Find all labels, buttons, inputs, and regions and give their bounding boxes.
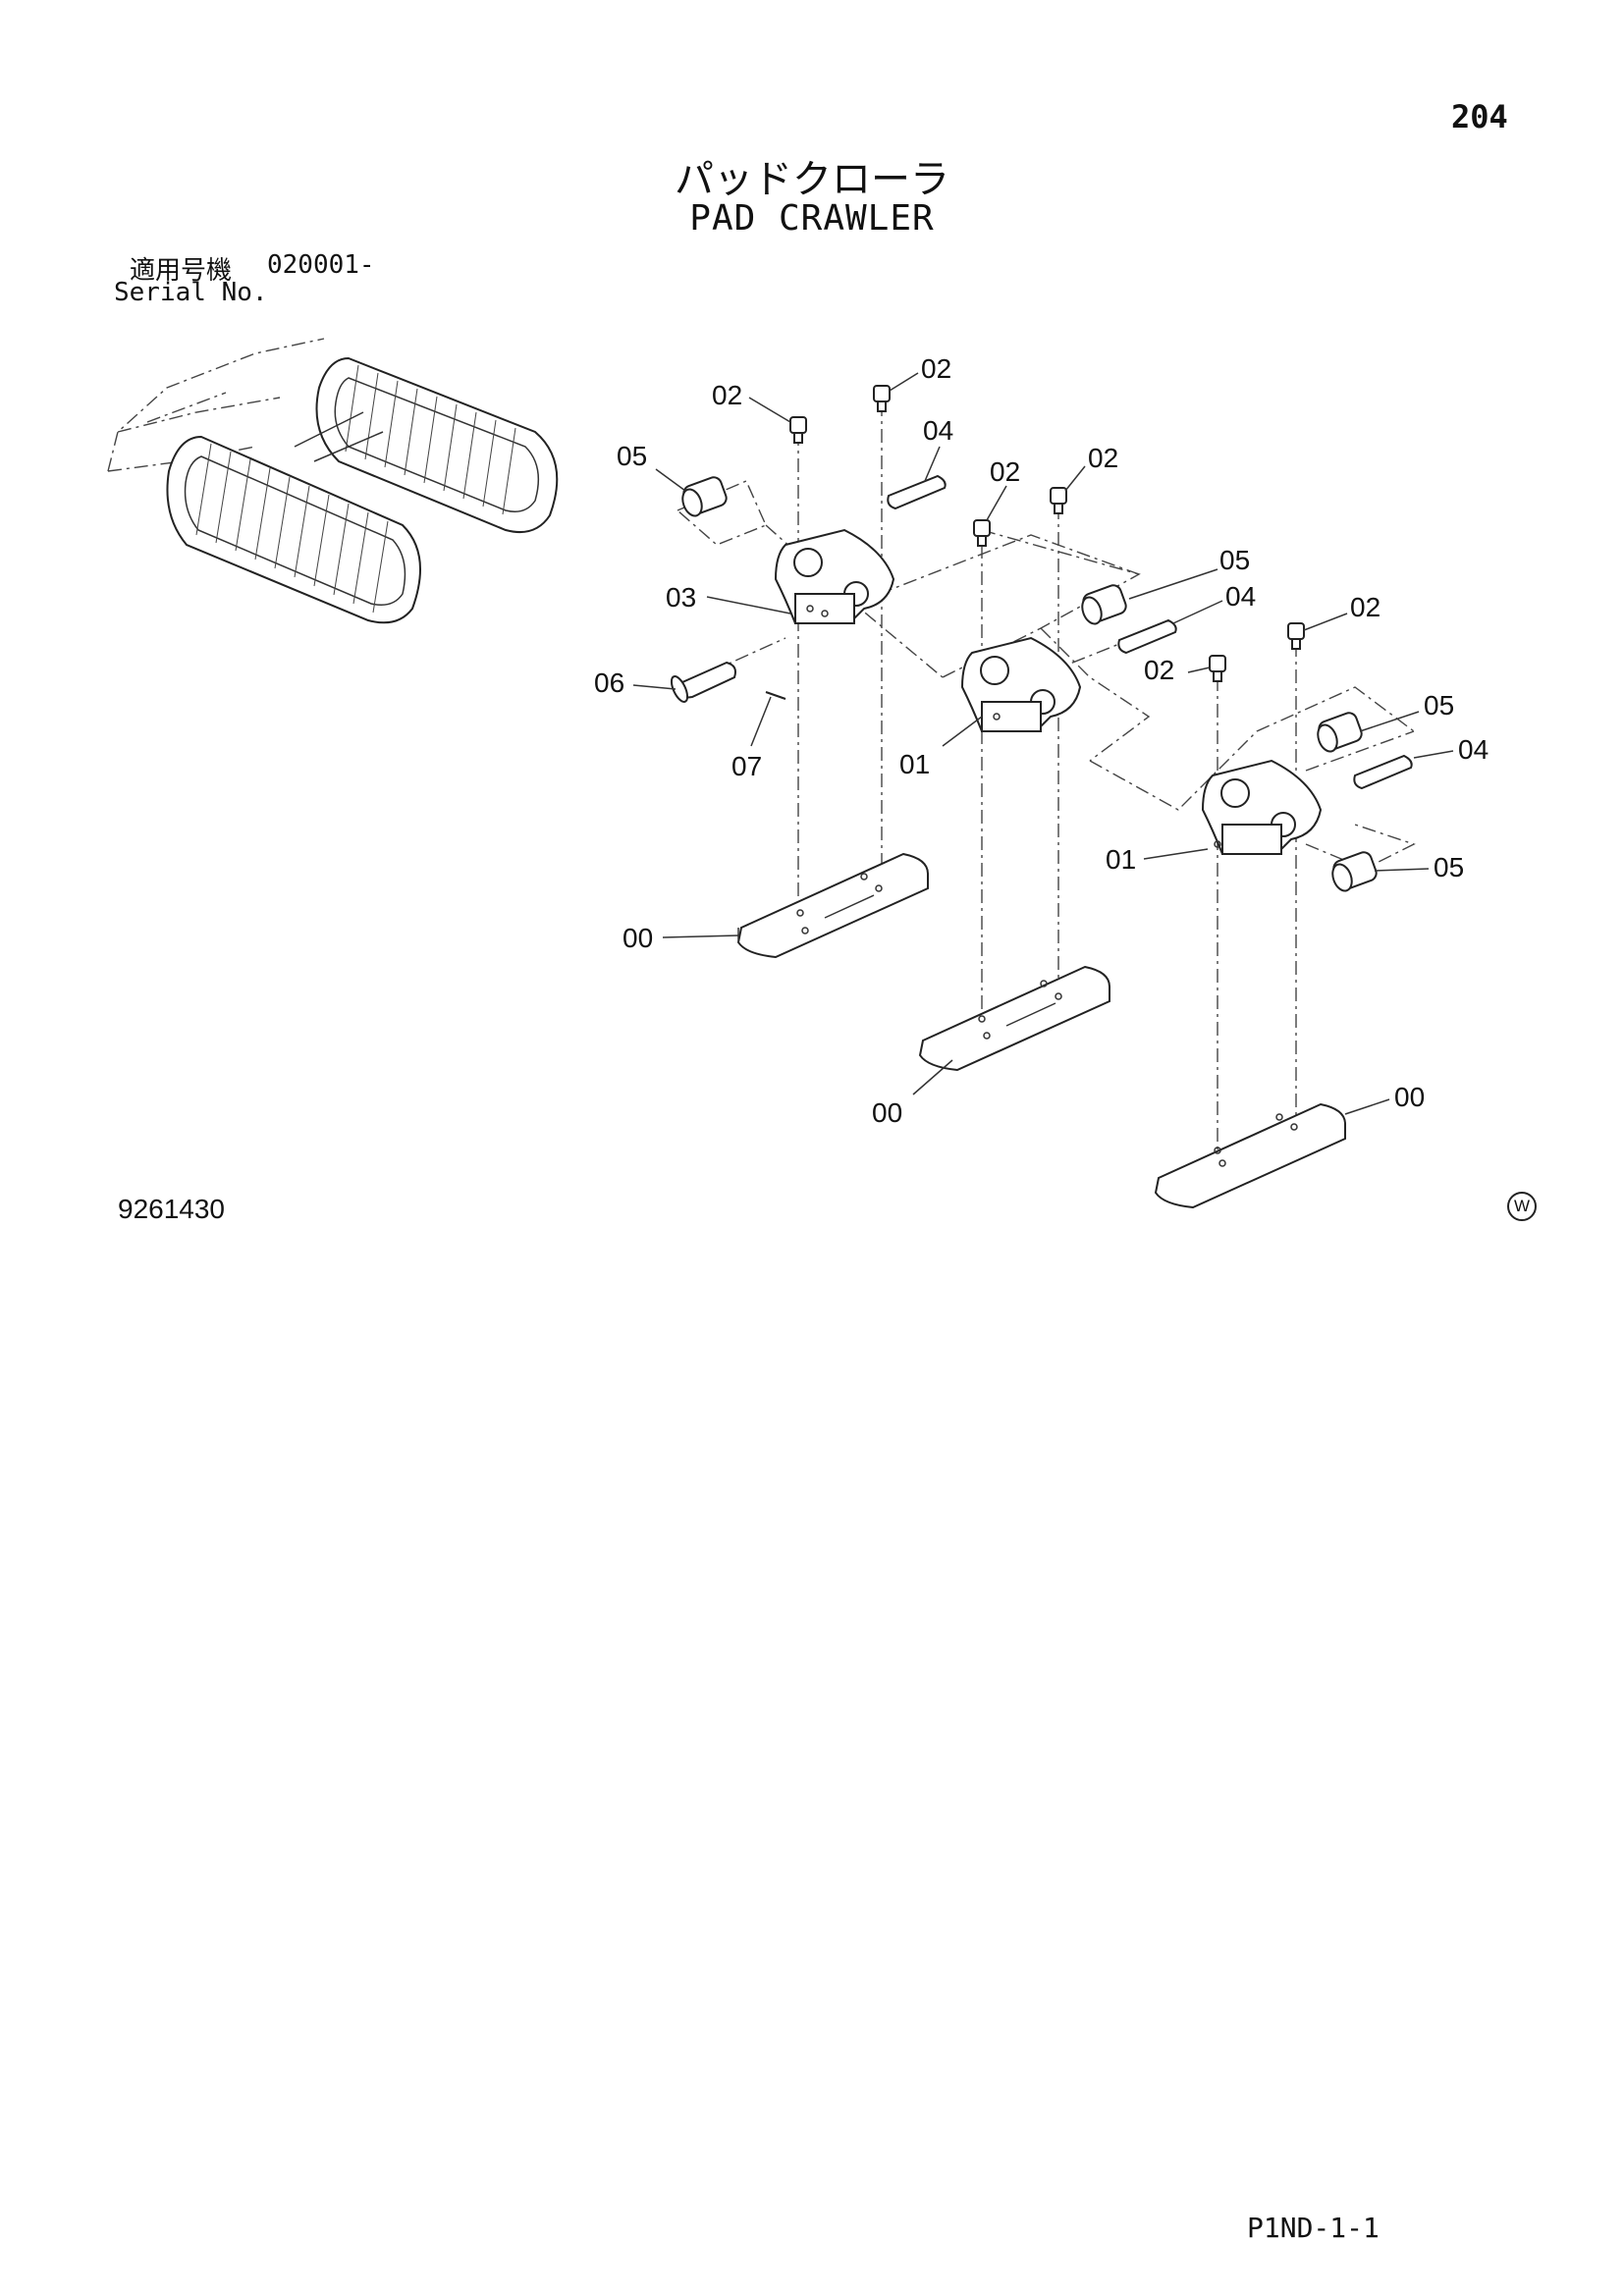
serial-label-japanese: 適用号機 <box>130 256 233 286</box>
pin-04-c <box>1353 754 1413 790</box>
footer-code: P1ND-1-1 <box>1247 2212 1380 2244</box>
master-pin-06 <box>670 661 736 703</box>
leader-lines <box>632 372 1454 1115</box>
callout-02: 02 <box>1350 592 1380 622</box>
bushing-05-d <box>1331 851 1378 892</box>
link-03 <box>774 528 895 624</box>
link-01-b <box>1201 759 1323 855</box>
bolt-02-b <box>873 385 891 412</box>
title-english: PAD CRAWLER <box>689 198 935 239</box>
callout-05: 05 <box>617 441 647 471</box>
callout-02: 02 <box>712 380 742 410</box>
callout-03: 03 <box>666 582 696 613</box>
rear-track <box>315 356 559 534</box>
callout-02: 02 <box>1144 655 1174 685</box>
callout-04: 04 <box>1225 581 1256 612</box>
callout-04: 04 <box>923 415 953 446</box>
cotter-pin-07 <box>765 691 786 700</box>
rubber-pad-00-a <box>736 852 929 959</box>
callout-02: 02 <box>921 353 951 384</box>
callout-07: 07 <box>731 751 762 781</box>
callout-00: 00 <box>623 923 653 953</box>
exploded-parts-diagram: 02 02 04 02 02 05 05 04 02 03 02 06 05 0… <box>107 338 1489 1209</box>
bolt-02-a <box>789 416 807 444</box>
callout-06: 06 <box>594 667 624 698</box>
figure-number: 9261430 <box>118 1194 226 1224</box>
rubber-pad-00-c <box>1154 1102 1346 1209</box>
link-01-a <box>960 636 1082 732</box>
bushing-05-a <box>681 476 728 517</box>
rubber-pad-00-b <box>918 965 1110 1072</box>
callout-00: 00 <box>872 1097 902 1128</box>
bolt-02-c <box>973 519 991 547</box>
serial-value: 020001- <box>267 250 375 280</box>
callout-02: 02 <box>1088 443 1118 473</box>
callout-01: 01 <box>899 749 930 779</box>
title-japanese: パッドクローラ <box>675 157 949 202</box>
pin-04-a <box>887 474 947 510</box>
serial-label-english: Serial No. <box>114 278 268 307</box>
page-number: 204 <box>1451 98 1508 135</box>
bolt-02-f <box>1287 622 1305 650</box>
bolt-02-e <box>1209 655 1226 682</box>
front-track <box>166 435 421 624</box>
circled-w-mark: W <box>1507 1192 1537 1221</box>
callout-05: 05 <box>1424 690 1454 721</box>
callout-04: 04 <box>1458 734 1489 765</box>
bushing-05-b <box>1081 584 1127 625</box>
bolt-02-d <box>1050 487 1067 514</box>
callout-05: 05 <box>1219 545 1250 575</box>
callout-labels: 02 02 04 02 02 05 05 04 02 03 02 06 05 0… <box>594 353 1489 1128</box>
pin-04-b <box>1117 618 1177 655</box>
bushing-05-c <box>1317 712 1363 753</box>
callout-05: 05 <box>1434 852 1464 882</box>
callout-02: 02 <box>990 456 1020 487</box>
callout-00: 00 <box>1394 1082 1425 1112</box>
assembly-centerlines <box>677 402 1416 1158</box>
crawler-overview-illustration <box>107 338 559 624</box>
callout-01: 01 <box>1106 844 1136 875</box>
